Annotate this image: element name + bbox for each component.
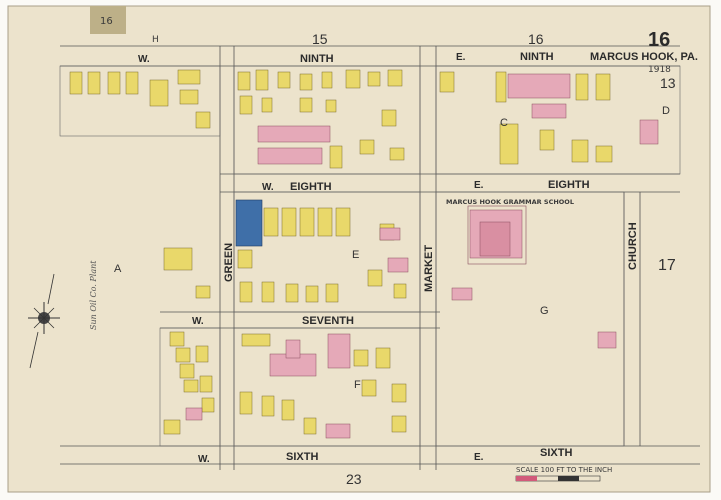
map-title: MARCUS HOOK, PA. [590,51,698,63]
block-16: 16 [528,31,544,47]
sixth-e-prefix: E. [474,452,484,463]
block-23: 23 [346,471,362,487]
block-15: 15 [312,31,328,47]
compass-rose [28,273,60,369]
block-letter-a: A [114,263,122,275]
block-letter-f: F [354,379,361,391]
ninth-w-prefix: W. [138,54,150,65]
block-letter-c: C [500,117,508,129]
map-year: 1918 [648,65,671,75]
seventh-w-prefix: W. [192,316,204,327]
frame-buildings [69,69,613,435]
street-h: H [152,35,159,45]
eighth-e-prefix: E. [474,180,484,191]
ninth-e-prefix: E. [456,52,466,63]
sheet-number: 16 [648,29,670,51]
block-17: 17 [658,257,676,274]
river-label: Sun Oil Co. Plant [89,260,98,330]
sixth-e-street-label: SIXTH [540,447,572,459]
sixth-w-prefix: W. [198,454,210,465]
eighth-w-prefix: W. [262,182,274,193]
eighth-e-street-label: EIGHTH [548,179,590,191]
eighth-street-label: EIGHTH [290,181,332,193]
seventh-street-label: SEVENTH [302,315,354,327]
school-label: MARCUS HOOK GRAMMAR SCHOOL [446,198,574,206]
market-street-label: MARKET [423,245,435,292]
fireproof-building [235,199,263,247]
block-letter-g: G [540,305,549,317]
green-street-label: GREEN [223,243,235,282]
block-13: 13 [660,75,676,91]
ninth-street-label: NINTH [300,53,334,65]
church-street-label: CHURCH [627,222,639,270]
sheet-tab [90,6,126,34]
ninth-e-street-label: NINTH [520,51,554,63]
school-outline [467,205,527,265]
block-letter-d: D [662,105,670,117]
brick-buildings [185,73,659,439]
block-letter-e: E [352,249,359,261]
scale-bar [515,475,601,482]
sixth-street-label: SIXTH [286,451,318,463]
sheet-tab-number: 16 [100,16,113,27]
scale-text: SCALE 100 FT TO THE INCH [516,466,612,474]
